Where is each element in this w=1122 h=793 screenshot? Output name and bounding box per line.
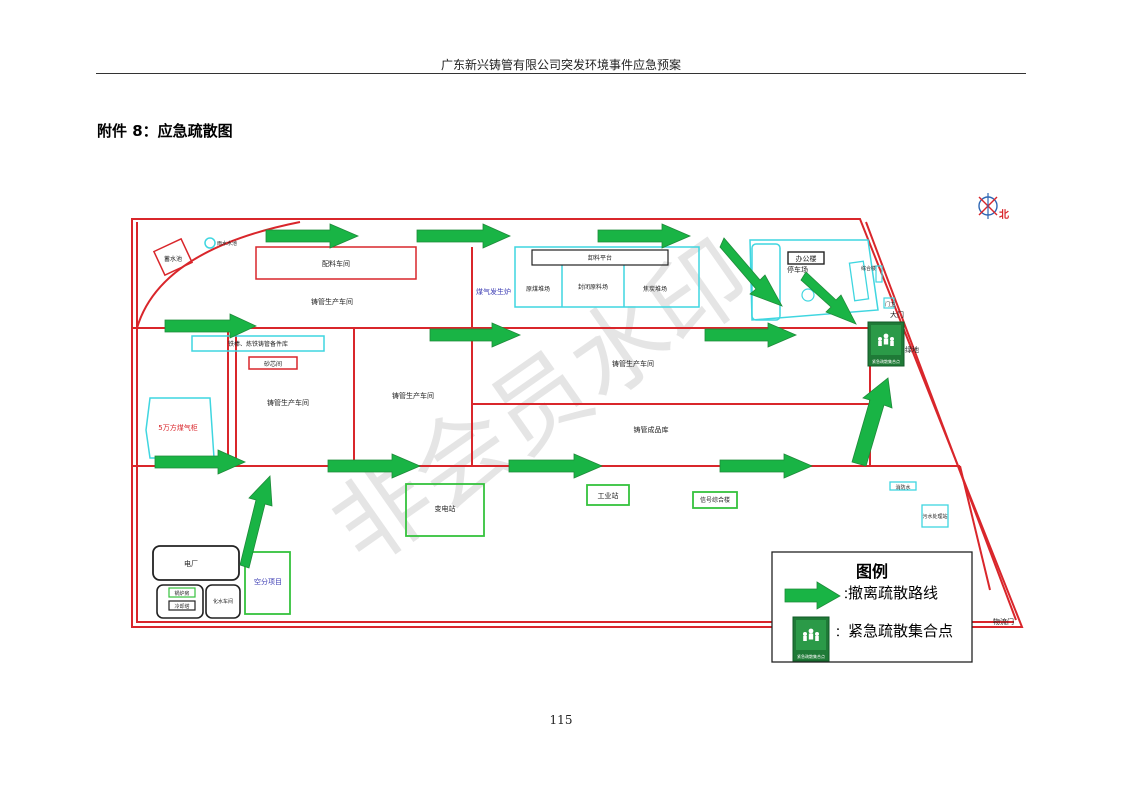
water-tank-icon — [204, 237, 216, 249]
site-boundary — [131, 218, 1024, 628]
coal-furnace-label: 煤气发生炉 — [476, 287, 511, 296]
evac-arrow — [800, 271, 857, 325]
evac-arrow — [265, 223, 360, 249]
batching-label: 配料车间 — [322, 259, 350, 268]
evac-arrow — [416, 223, 511, 249]
air-separation — [244, 551, 291, 615]
evac-arrow — [429, 322, 522, 348]
legend-box: 图例 ： 撤离疏散路线 紧急疏散集合点 ： 紧急疏散集合点 — [771, 551, 973, 663]
canteen-building — [848, 260, 870, 302]
office-building — [787, 251, 825, 265]
pool-box — [152, 237, 194, 277]
office-label: 办公楼 — [796, 254, 817, 263]
substation-label: 变电站 — [435, 504, 456, 513]
assembly-point-sign: 紧急疏散集合点 — [867, 321, 905, 367]
evac-arrow — [719, 237, 783, 307]
header-rule — [96, 73, 1026, 74]
document-header: 广东新兴铸管有限公司突发环境事件应急预案 — [440, 58, 681, 72]
watermark-text: 非会员水印 — [312, 219, 769, 586]
water-treatment — [205, 584, 241, 619]
water-tank-label: 雨水水池 — [217, 240, 237, 247]
industrial-station — [586, 484, 630, 506]
sealed-material-label: 封闭原料场 — [578, 283, 608, 291]
guard-label: 门卫 — [885, 301, 895, 308]
section-title: 附件 8：应急疏散图 — [97, 122, 233, 140]
legend-arrow-icon — [784, 581, 841, 610]
evac-arrow — [597, 223, 692, 249]
air-separation-label: 空分项目 — [254, 577, 282, 586]
hydrant-box — [889, 481, 917, 491]
spare-parts-label: 铁棒、炼铁铸管备件库 — [228, 340, 288, 348]
evacuation-routes — [154, 223, 893, 569]
finished-storage-label: 铸管成品库 — [634, 425, 669, 434]
evac-arrow — [327, 453, 422, 479]
pipe-workshop-top-label: 铸管生产车间 — [311, 297, 353, 306]
water-treatment-label: 化水车间 — [213, 598, 233, 605]
svg-text:：: ： — [835, 625, 847, 639]
svg-text:：: ： — [843, 587, 855, 601]
evac-arrow — [704, 322, 798, 348]
legend-assembly-icon: 紧急疏散集合点 — [792, 616, 830, 662]
hydrant-label: 消防水 — [895, 484, 910, 491]
batching-workshop — [255, 246, 417, 280]
canteen-label: 综合楼 — [861, 265, 876, 272]
evac-arrow — [164, 313, 257, 339]
power-plant — [152, 545, 240, 581]
gas-holder-label: 5万方煤气柜 — [158, 423, 197, 432]
green-label: 绿地 — [905, 345, 919, 354]
legend-route-label: 撤离疏散路线 — [848, 584, 938, 602]
evac-arrow — [239, 475, 273, 569]
logistics-gate-label: 物流门 — [993, 617, 1014, 626]
cooling-box — [168, 600, 196, 611]
sewage-label: 污水处理站 — [922, 513, 947, 520]
material-yard — [514, 246, 700, 308]
compass-label: 北 — [999, 208, 1009, 221]
signal-building-label: 信号综合楼 — [700, 496, 730, 504]
legend-assembly-label: 紧急疏散集合点 — [848, 622, 953, 640]
raw-coal-label: 原煤堆场 — [526, 285, 550, 293]
signal-building — [692, 491, 738, 509]
pipe-workshop-mid-label: 铸管生产车间 — [392, 391, 434, 400]
cooling-label: 冷却塔 — [174, 603, 189, 610]
power-plant-label: 电厂 — [184, 559, 198, 568]
boiler-area — [156, 584, 204, 619]
core-room-label: 砂芯间 — [264, 360, 282, 368]
substation — [405, 483, 485, 537]
industrial-station-label: 工业站 — [598, 491, 619, 500]
fountain-icon — [801, 288, 815, 302]
parking-label: 停车场 — [787, 265, 808, 274]
guard-house — [875, 265, 883, 283]
coke-yard-label: 焦炭堆场 — [643, 285, 667, 293]
sewage-station — [921, 504, 949, 528]
pool-label: 蓄水池 — [164, 255, 182, 263]
guard-box — [883, 297, 895, 309]
pipe-workshop-left-label: 铸管生产车间 — [267, 398, 309, 407]
unloading-label: 卸料平台 — [588, 254, 612, 262]
evac-arrow — [508, 453, 604, 479]
unloading-platform — [531, 249, 669, 266]
main-gate-label: 大门 — [890, 310, 904, 319]
page-number: 115 — [549, 713, 573, 727]
spare-parts-warehouse — [191, 335, 325, 352]
legend-title: 图例 — [856, 562, 888, 581]
boiler-label: 锅炉房 — [174, 590, 189, 597]
evac-arrow — [154, 449, 246, 475]
pipe-workshop-right-label: 铸管生产车间 — [612, 359, 654, 368]
svg-text:紧急疏散集合点: 紧急疏散集合点 — [797, 653, 825, 659]
compass-icon — [978, 193, 998, 219]
core-room — [248, 356, 298, 370]
evac-arrow — [851, 377, 893, 467]
boiler-box — [168, 587, 196, 598]
assembly-sign-text: 紧急疏散集合点 — [872, 358, 900, 364]
evac-arrow — [719, 453, 814, 479]
